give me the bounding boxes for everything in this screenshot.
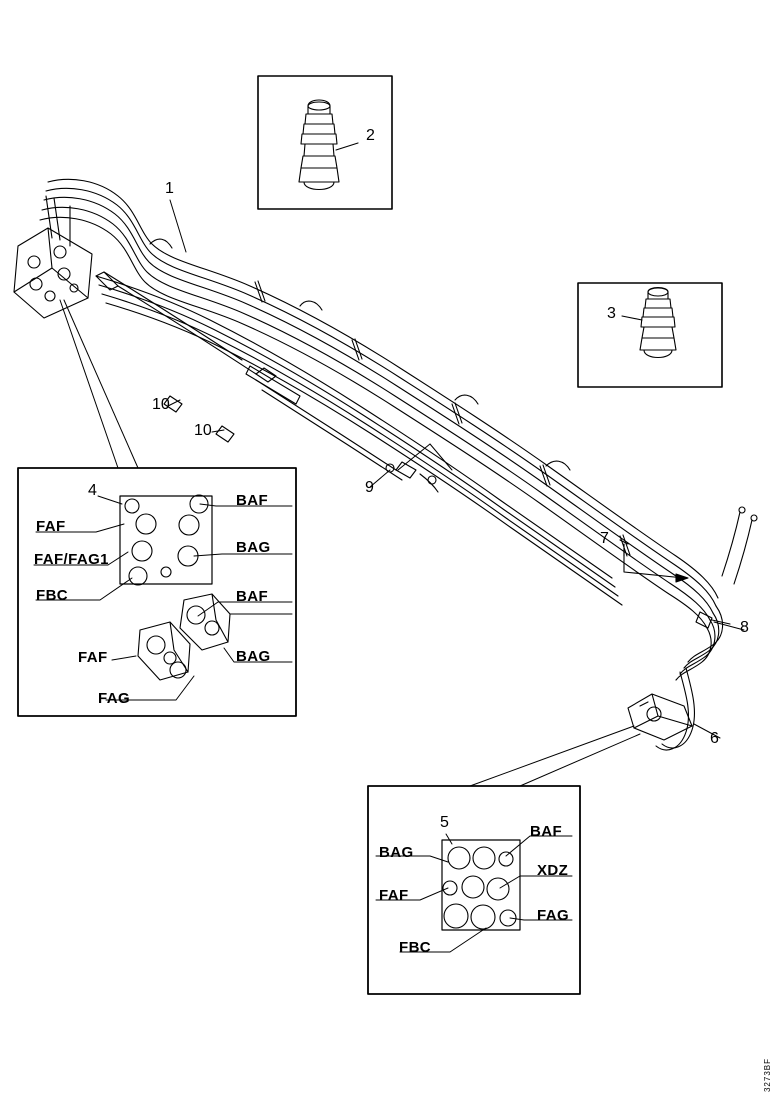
port-label-bag-left-2: BAG (236, 648, 271, 665)
inset-box-right (577, 282, 723, 388)
port-label-bag-bottom: BAG (379, 844, 414, 861)
callout-7: 7 (600, 530, 609, 547)
callout-4: 4 (88, 482, 97, 499)
left-distributor-block (13, 195, 93, 319)
port-label-baf-left-1: BAF (236, 492, 269, 509)
callout-3: 3 (607, 305, 616, 322)
left-box-leaders (59, 299, 139, 469)
callout-1: 1 (165, 180, 174, 197)
callout-8: 8 (740, 619, 749, 636)
port-label-baf-bottom: BAF (530, 823, 563, 840)
callout-6: 6 (710, 730, 719, 747)
callout-10-upper: 10 (152, 396, 170, 413)
main-line-bundle (39, 178, 719, 629)
port-label-faf-left-1: FAF (36, 518, 66, 535)
port-label-fag-left: FAG (98, 690, 131, 707)
port-label-fbc-bottom: FBC (399, 939, 432, 956)
drawing-reference-code: 3273BF (763, 1057, 772, 1092)
right-end-assembly (619, 506, 758, 751)
port-label-bag-left-1: BAG (236, 539, 271, 556)
callout-leaders (167, 199, 745, 739)
detail-box-bottom (367, 785, 581, 995)
detail-box-left (17, 467, 297, 717)
inset-box-top (257, 75, 393, 210)
callout-9: 9 (365, 479, 374, 496)
port-label-faf-left-2: FAF (78, 649, 108, 666)
port-label-faf-bottom: FAF (379, 887, 409, 904)
port-label-fbc-left: FBC (36, 587, 69, 604)
port-label-xdz-bottom: XDZ (537, 862, 569, 879)
port-label-faf-fag1: FAF/FAG1 (34, 551, 109, 568)
callout-10-lower: 10 (194, 422, 212, 439)
callout-5: 5 (440, 814, 449, 831)
port-label-baf-left-2: BAF (236, 588, 269, 605)
bottom-box-leaders (469, 725, 641, 787)
lower-rail-bracket (95, 271, 439, 493)
callout-2: 2 (366, 127, 375, 144)
port-label-fag-bottom: FAG (537, 907, 570, 924)
